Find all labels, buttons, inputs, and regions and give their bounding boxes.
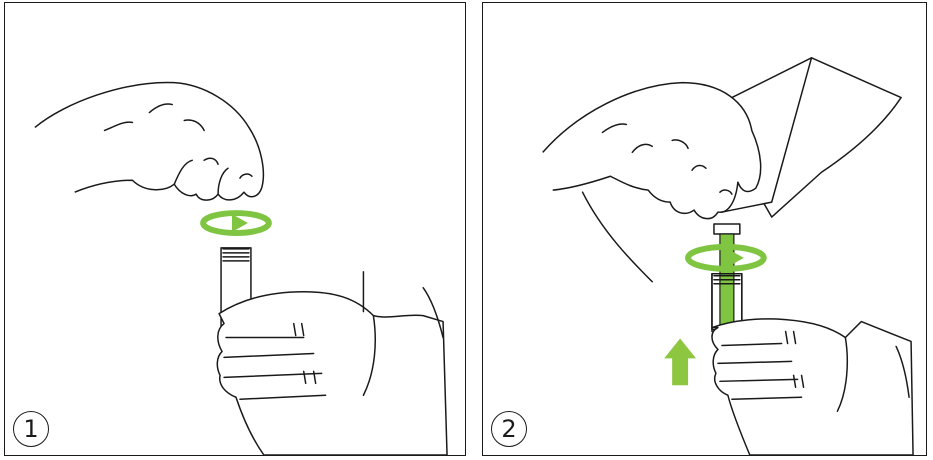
step-2-illustration [483,3,926,455]
upward-arrow-icon [664,339,696,386]
rotate-arrow-icon [203,213,269,233]
step-number-badge: 2 [491,411,527,447]
step-1-panel: 1 [4,2,466,456]
step-1-illustration [5,3,465,455]
tube-illustration [712,224,742,332]
step-2-panel: 2 [482,2,927,456]
upper-hand-illustration [35,83,263,201]
lower-hand-illustration [712,319,913,455]
step-number-badge: 1 [13,411,49,447]
lower-hand-illustration [217,272,447,455]
